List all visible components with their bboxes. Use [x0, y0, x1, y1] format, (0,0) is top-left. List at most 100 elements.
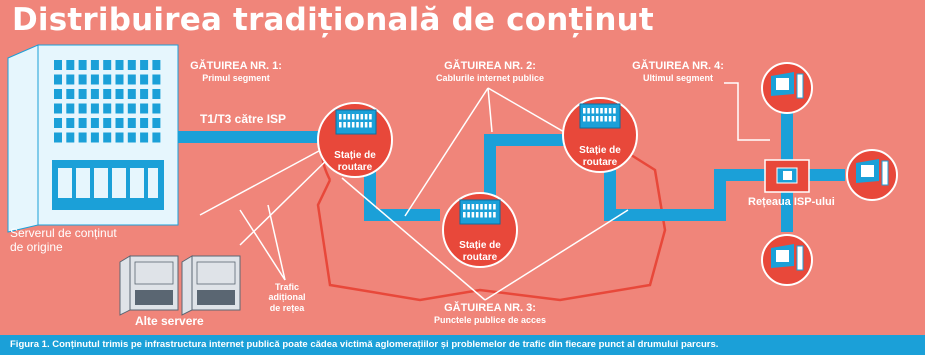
router-port [595, 108, 599, 114]
router-port [488, 204, 492, 210]
isp-network-label: Rețeaua ISP-ului [748, 196, 835, 208]
router-port [351, 122, 355, 128]
server-window [78, 132, 87, 143]
callout-traffic-b [239, 209, 286, 281]
router-port [475, 204, 479, 210]
server-window [152, 118, 161, 128]
router-port [604, 116, 608, 122]
bottleneck-2-heading: GĂTUIREA NR. 2: [444, 60, 536, 72]
server-window [103, 103, 112, 114]
server-window [152, 60, 161, 70]
router-port [463, 212, 466, 218]
server-window [78, 118, 87, 128]
server-window [54, 89, 62, 99]
server-window [127, 74, 136, 85]
server-window [66, 74, 75, 85]
server-window [78, 74, 87, 85]
router-port [484, 204, 488, 210]
client-computer-icon [761, 234, 813, 286]
router-port [604, 108, 608, 114]
router-port [360, 114, 364, 120]
router-port [600, 116, 603, 122]
router-port [339, 122, 342, 128]
router-node-3 [562, 97, 638, 173]
server-window [54, 103, 62, 114]
bottleneck-4-label: Ultimul segment [642, 72, 713, 83]
bottleneck-1-callout: GĂTUIREA NR. 1: Primul segment [186, 60, 286, 83]
router-port [364, 114, 368, 120]
server-window [152, 89, 161, 99]
router-node-1 [317, 102, 393, 178]
server-window [115, 60, 124, 70]
server-window [54, 132, 62, 143]
server-window [140, 118, 149, 128]
router-port [613, 116, 616, 122]
server-window [78, 60, 87, 70]
router-port [339, 114, 342, 120]
router-port [591, 116, 595, 122]
router-port [591, 108, 595, 114]
bottleneck-1-label: Primul segment [202, 72, 270, 83]
other-server-icon [119, 255, 179, 316]
server-window [115, 89, 124, 99]
server-window [90, 132, 99, 143]
router-port [475, 212, 479, 218]
router-node-2 [442, 192, 518, 268]
router-port [347, 122, 351, 128]
router-port [595, 116, 599, 122]
t1-link [178, 131, 328, 143]
callout-bn3-b [341, 177, 486, 301]
server-window [66, 60, 75, 70]
server-window [103, 74, 112, 85]
client-computer-icon [846, 149, 898, 201]
server-window [140, 103, 149, 114]
router-port [343, 114, 346, 120]
server-window [152, 103, 161, 114]
router-port [583, 116, 586, 122]
router-port [343, 122, 346, 128]
link-router3-isp [604, 169, 768, 221]
server-window [127, 118, 136, 128]
router-port [351, 114, 355, 120]
server-window [152, 132, 161, 143]
server-window [103, 132, 112, 143]
router-port [613, 108, 616, 114]
server-window [140, 60, 149, 70]
router-port [484, 212, 488, 218]
bottleneck-2-callout: GĂTUIREA NR. 2: Cablurile internet publi… [420, 60, 560, 83]
client-computer-icon [761, 62, 813, 114]
origin-server-icon [7, 44, 179, 233]
server-window [90, 103, 99, 114]
router-port [600, 108, 603, 114]
router-port [364, 122, 368, 128]
traffic-line-1 [199, 144, 331, 216]
server-window [140, 132, 149, 143]
router-port [587, 108, 590, 114]
server-window [90, 74, 99, 85]
server-window [78, 103, 87, 114]
callout-bn2-a [404, 87, 489, 217]
bottleneck-4-callout: GĂTUIREA NR. 4: Ultimul segment [628, 60, 728, 83]
server-window [127, 103, 136, 114]
bottleneck-3-callout: GĂTUIREA NR. 3: Punctele publice de acce… [420, 302, 560, 325]
link-router1-router2 [364, 170, 440, 221]
router-port [608, 116, 612, 122]
callout-bn4 [724, 82, 770, 141]
router-port [369, 122, 372, 128]
other-server-icon [181, 255, 241, 316]
bottleneck-3-label: Punctele publice de acces [433, 314, 547, 325]
server-window [127, 89, 136, 99]
server-window [140, 74, 149, 85]
server-window [115, 132, 124, 143]
diagram-title: Distribuirea tradițională de conținut [12, 2, 654, 38]
router-3-label: Stație de routare [579, 145, 621, 168]
server-window [115, 118, 124, 128]
server-window [78, 89, 87, 99]
router-port [467, 204, 470, 210]
extra-traffic-label: Trafic adițional de rețea [268, 282, 306, 313]
server-window [127, 60, 136, 70]
server-window [90, 60, 99, 70]
network-diagram [7, 44, 898, 316]
callout-traffic-a [267, 204, 286, 281]
